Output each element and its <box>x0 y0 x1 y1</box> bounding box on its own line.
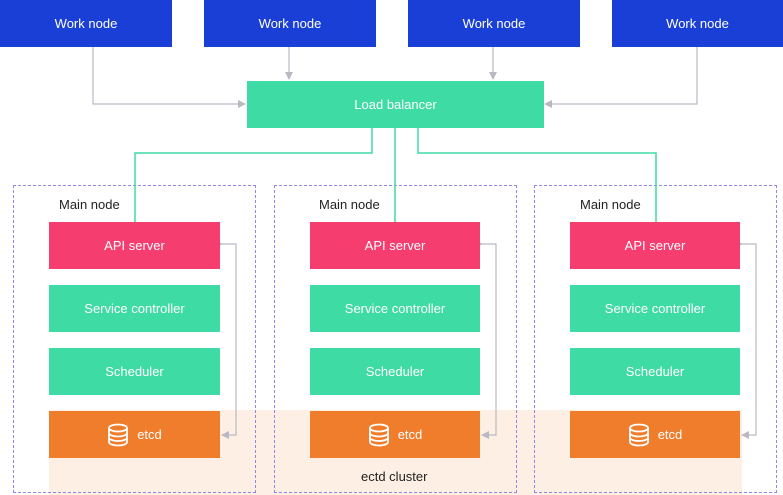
service-controller: Service controller <box>49 285 220 332</box>
api-etcd-link-1 <box>215 240 237 439</box>
database-icon <box>368 423 389 446</box>
work-node-1-arrow <box>92 47 246 108</box>
work-node: Work node <box>612 0 783 47</box>
work-node-4-arrow <box>544 47 698 108</box>
api-etcd-link-3 <box>735 240 757 439</box>
scheduler: Scheduler <box>570 348 740 395</box>
api-server: API server <box>570 222 740 269</box>
api-server: API server <box>310 222 480 269</box>
lb-to-api-1 <box>134 128 373 222</box>
service-controller: Service controller <box>310 285 480 332</box>
etcd-label: etcd <box>137 427 162 442</box>
main-node-title: Main node <box>319 197 380 212</box>
etcd-node: etcd <box>49 411 220 458</box>
etcd-cluster-label: ectd cluster <box>361 469 428 484</box>
etcd-node: etcd <box>570 411 740 458</box>
etcd-node: etcd <box>310 411 480 458</box>
database-icon <box>108 423 129 446</box>
etcd-label: etcd <box>657 427 683 442</box>
scheduler: Scheduler <box>310 348 480 395</box>
main-node-title: Main node <box>59 197 120 212</box>
load-balancer: Load balancer <box>247 81 544 128</box>
work-node: Work node <box>408 0 580 47</box>
main-node-title: Main node <box>580 197 641 212</box>
scheduler: Scheduler <box>49 348 220 395</box>
work-node: Work node <box>0 0 172 47</box>
api-server: API server <box>49 222 220 269</box>
etcd-label: etcd <box>397 427 423 442</box>
lb-to-api-3 <box>417 128 657 222</box>
work-node: Work node <box>204 0 376 47</box>
api-etcd-link-2 <box>475 240 497 439</box>
service-controller: Service controller <box>570 285 740 332</box>
database-icon <box>628 423 649 446</box>
